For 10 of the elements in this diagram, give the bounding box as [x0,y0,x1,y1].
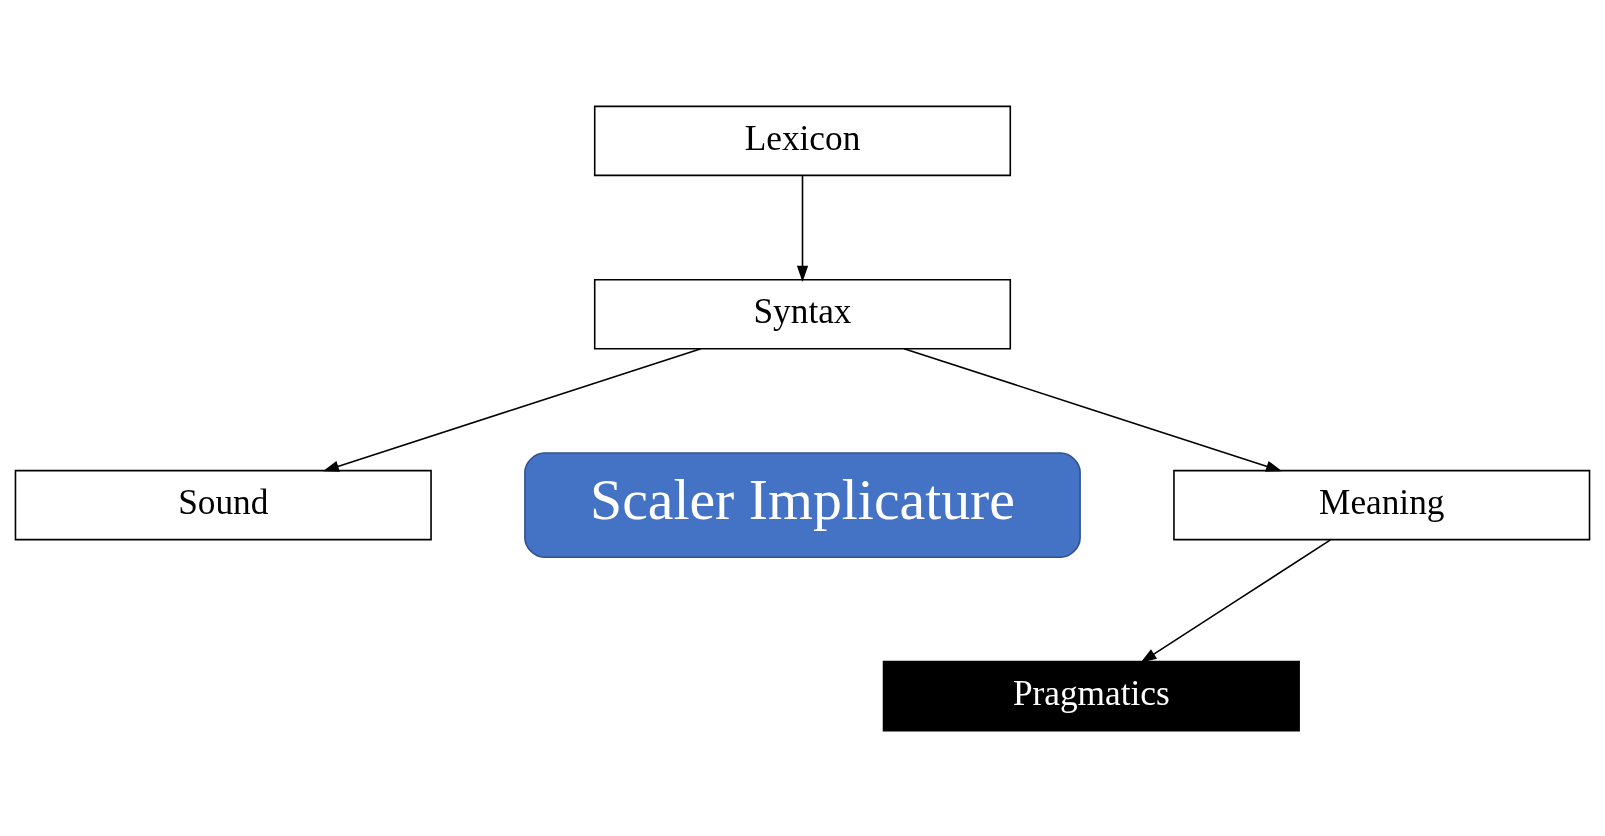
node-box: Meaning [1173,469,1591,540]
node-box: Lexicon [593,105,1012,176]
arrow [1140,538,1332,663]
arrow [796,174,809,282]
arrow [903,347,1283,472]
node-box: Pragmatics [882,660,1300,731]
node-box: Syntax [593,278,1012,349]
arrow [322,347,702,472]
node-box: Scaler Implicature [524,451,1081,558]
node-box: Sound [14,469,432,540]
